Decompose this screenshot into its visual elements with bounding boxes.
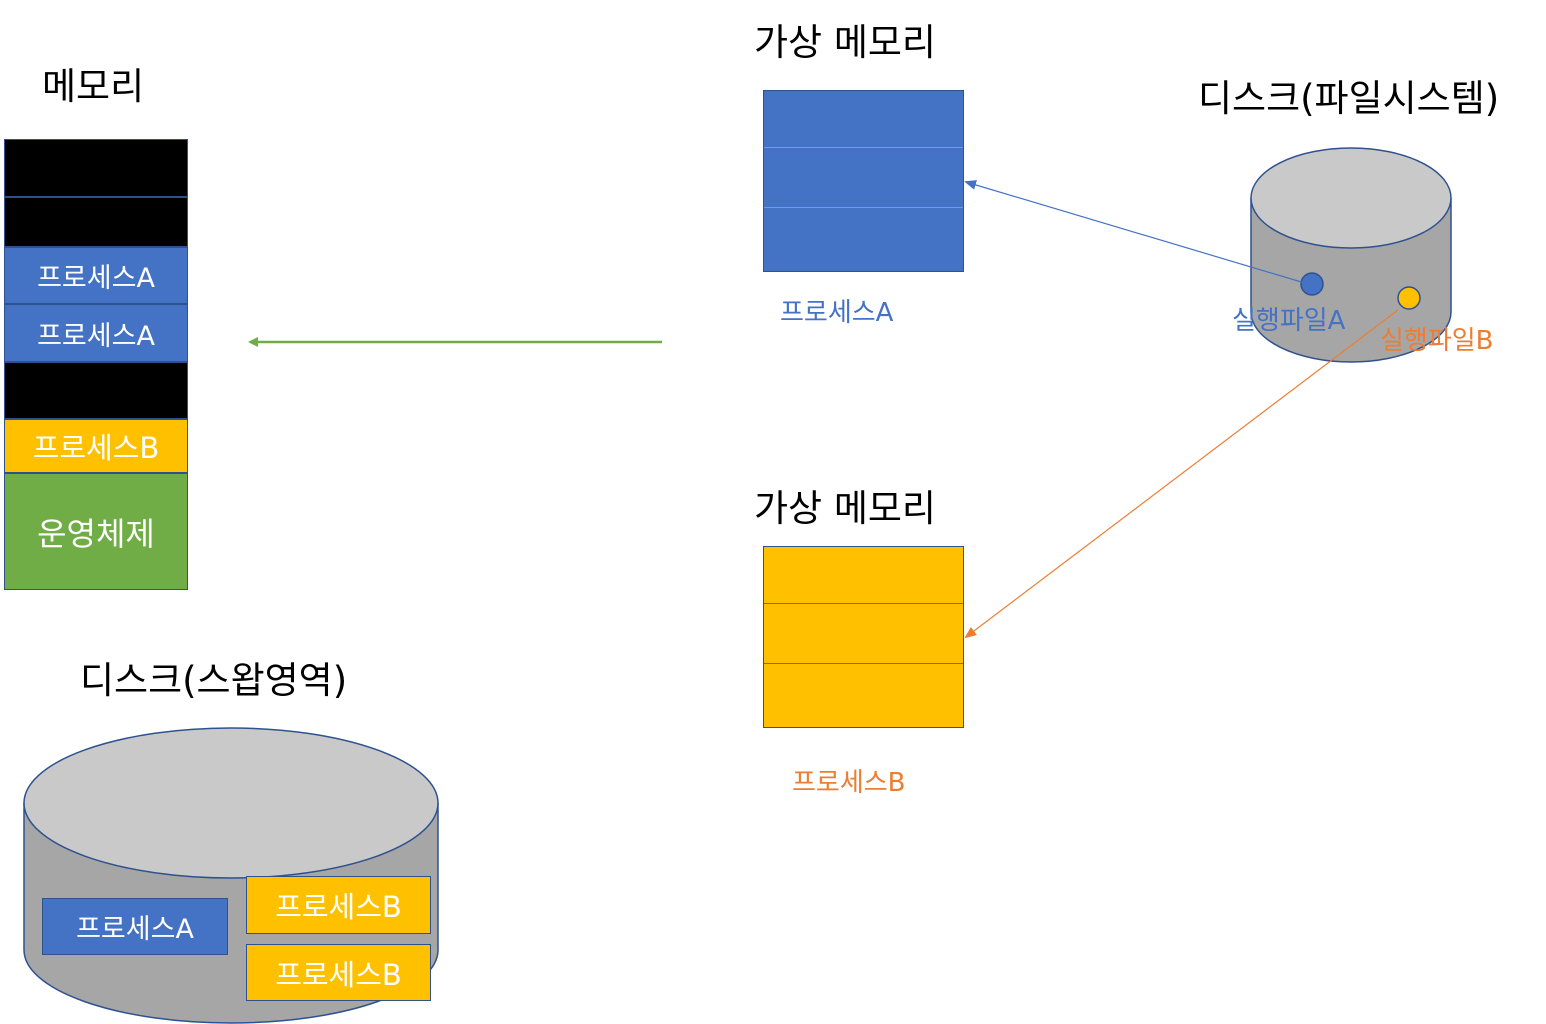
memory-slot-empty xyxy=(4,139,188,197)
memory-slot-process-a: 프로세스A xyxy=(4,304,188,362)
filesystem-disk-cylinder xyxy=(1250,147,1452,363)
memory-slot-empty xyxy=(4,362,188,419)
virtual-memory-a-box xyxy=(763,90,964,272)
memory-slot-os: 운영체제 xyxy=(4,473,188,590)
virtual-memory-b-divider xyxy=(764,663,963,664)
swap-block-process-b: 프로세스B xyxy=(246,944,431,1001)
swap-disk-title: 디스크(스왑영역) xyxy=(80,659,348,702)
virtual-memory-a-title: 가상 메모리 xyxy=(754,21,936,64)
virtual-memory-a-caption: 프로세스A xyxy=(780,298,894,328)
blue-arrow-to-virtual-memory-a xyxy=(964,180,1309,285)
memory-slot-empty xyxy=(4,197,188,247)
virtual-memory-a-divider xyxy=(764,147,963,148)
memory-slot-process-b: 프로세스B xyxy=(4,419,188,473)
swap-block-label: 프로세스A xyxy=(76,914,194,945)
virtual-memory-b-box xyxy=(763,546,964,728)
exec-file-b-dot xyxy=(1397,286,1421,310)
filesystem-disk-title: 디스크(파일시스템) xyxy=(1198,77,1500,120)
swap-block-process-a: 프로세스A xyxy=(42,898,228,955)
exec-file-b-label: 실행파일B xyxy=(1380,326,1494,356)
swap-disk-cylinder xyxy=(23,727,439,1024)
virtual-memory-b-caption: 프로세스B xyxy=(792,768,906,798)
memory-slot-process-a: 프로세스A xyxy=(4,247,188,304)
memory-slot-label: 프로세스A xyxy=(37,320,155,352)
memory-title: 메모리 xyxy=(42,65,145,108)
memory-slot-label: 프로세스A xyxy=(37,263,155,294)
memory-slot-label: 운영체제 xyxy=(37,514,155,553)
swap-block-label: 프로세스B xyxy=(275,890,402,924)
swap-block-label: 프로세스B xyxy=(275,957,402,992)
exec-file-a-dot xyxy=(1300,272,1324,296)
swap-block-process-b: 프로세스B xyxy=(246,876,431,934)
virtual-memory-b-title: 가상 메모리 xyxy=(754,487,936,530)
virtual-memory-a-divider xyxy=(764,207,963,208)
exec-file-a-label: 실행파일A xyxy=(1232,306,1346,336)
memory-slot-label: 프로세스B xyxy=(32,431,160,465)
orange-arrow-to-virtual-memory-b xyxy=(964,309,1399,639)
virtual-memory-b-divider xyxy=(764,603,963,604)
